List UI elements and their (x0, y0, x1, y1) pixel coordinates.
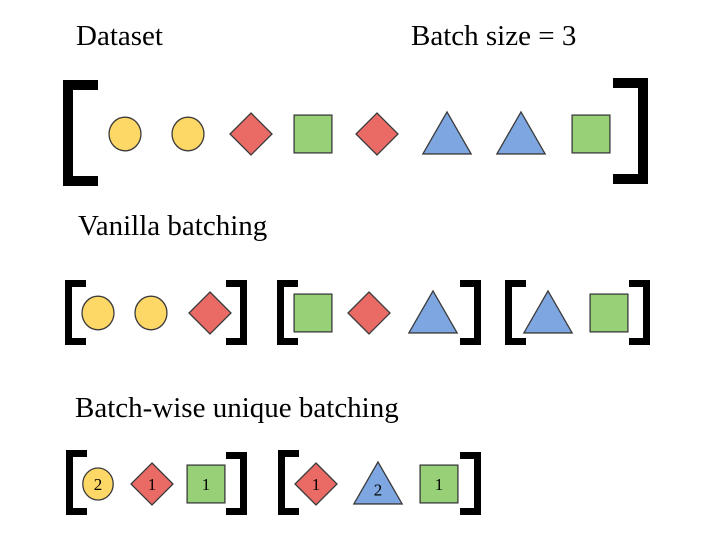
circle-icon (82, 467, 114, 501)
diamond-icon (294, 462, 338, 506)
count-label: 1 (312, 475, 321, 494)
batch-right-bracket (460, 280, 481, 345)
square-icon (293, 114, 333, 154)
batch-left-bracket (277, 280, 298, 345)
batch-right-bracket (226, 452, 247, 515)
right-bracket (613, 78, 648, 184)
square-icon (419, 464, 459, 504)
unique-batching-title: Batch-wise unique batching (75, 392, 399, 424)
batch-size-label: Batch size = 3 (411, 20, 577, 52)
count-label: 1 (202, 475, 211, 494)
batch-left-bracket (66, 450, 87, 515)
diamond-icon (130, 462, 174, 506)
triangle-icon (407, 289, 459, 334)
triangle-icon (421, 110, 473, 155)
circle-icon (108, 116, 142, 152)
dataset-title: Dataset (76, 20, 163, 52)
diamond-icon (347, 291, 391, 335)
triangle-icon (352, 460, 404, 505)
triangle-icon (522, 289, 574, 334)
batch-right-bracket (460, 452, 481, 515)
batch-left-bracket (278, 450, 299, 515)
square-icon (571, 114, 611, 154)
batch-right-bracket (629, 280, 650, 345)
count-label: 2 (94, 475, 103, 494)
batch-left-bracket (65, 280, 86, 345)
circle-icon (171, 116, 205, 152)
circle-icon (134, 295, 168, 331)
triangle-icon (495, 110, 547, 155)
square-icon (186, 464, 226, 504)
count-label: 1 (148, 475, 157, 494)
diamond-icon (355, 112, 399, 156)
diamond-icon (229, 112, 273, 156)
batch-right-bracket (226, 280, 247, 345)
vanilla-batching-title: Vanilla batching (78, 210, 268, 242)
count-label: 1 (435, 475, 444, 494)
count-label: 2 (374, 481, 383, 500)
diamond-icon (188, 291, 232, 335)
circle-icon (81, 295, 115, 331)
batch-left-bracket (505, 280, 526, 345)
left-bracket (63, 80, 98, 186)
square-icon (293, 293, 333, 333)
square-icon (589, 293, 629, 333)
